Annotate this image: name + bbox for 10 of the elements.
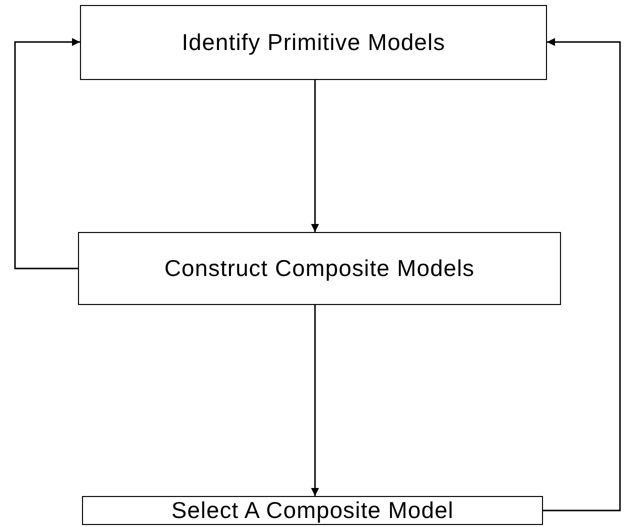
process-box	[82, 496, 543, 525]
process-box	[78, 232, 561, 305]
arrow	[311, 80, 319, 232]
arrow	[543, 38, 621, 512]
box-label: Construct Composite Models	[164, 254, 475, 284]
arrow	[311, 305, 319, 496]
process-box	[80, 5, 547, 80]
box-label: Identify Primitive Models	[182, 28, 446, 58]
arrow	[14, 38, 80, 270]
box-label: Select A Composite Model	[171, 496, 454, 526]
